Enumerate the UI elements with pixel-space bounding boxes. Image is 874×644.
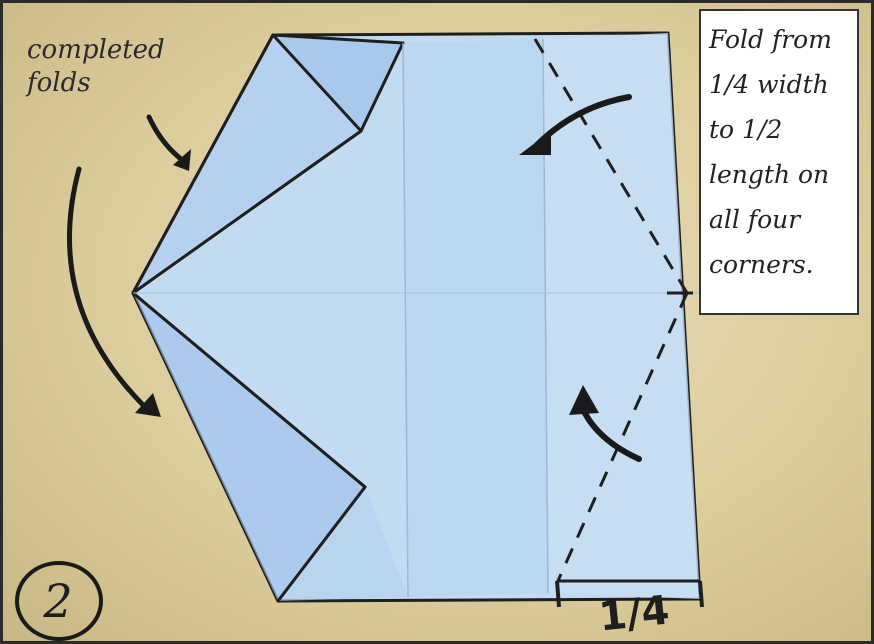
step-number: 2 (15, 563, 101, 639)
completed-folds-line-1: completed (27, 37, 165, 64)
instruction-line-6: corners. (709, 242, 853, 287)
instruction-line-2: 1/4 width (709, 62, 853, 107)
quarter-width-label: 1/4 (597, 587, 672, 640)
instruction-line-4: length on (709, 152, 853, 197)
instructions-box: Fold from 1/4 width to 1/2 length on all… (699, 9, 859, 315)
completed-folds-label: completed folds (27, 37, 165, 104)
paper-middle-panel (403, 39, 548, 597)
completed-arrow-short (149, 117, 181, 159)
instruction-line-5: all four (709, 197, 853, 242)
completed-folds-line-2: folds (27, 70, 165, 97)
quarter-tick-left (557, 581, 559, 607)
completed-arrow-long (69, 169, 143, 405)
instruction-line-1: Fold from (709, 17, 853, 62)
instruction-line-3: to 1/2 (709, 107, 853, 152)
quarter-tick-right (700, 581, 702, 607)
